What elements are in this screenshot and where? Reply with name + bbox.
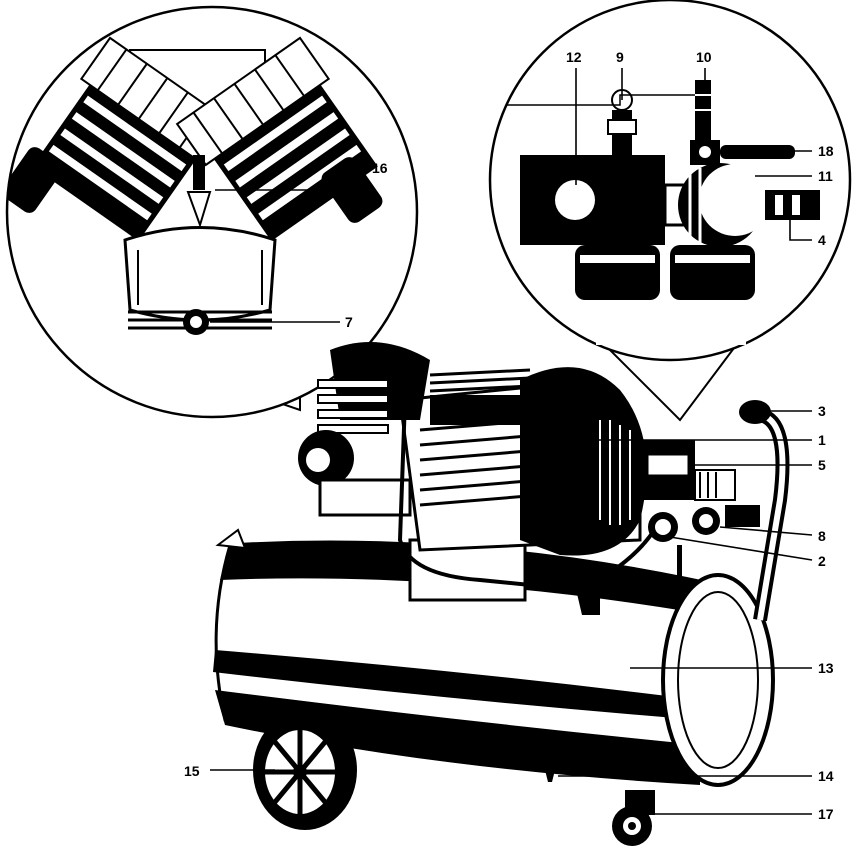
pump-head-inset: [5, 5, 419, 419]
callout-2: 2: [818, 553, 826, 569]
callout-11: 11: [818, 168, 833, 184]
switch-button: [555, 180, 595, 220]
left-cylinder: [32, 36, 235, 242]
tap-lever: [720, 145, 795, 159]
pump-fins-small: [317, 379, 389, 434]
top-fins: [429, 368, 531, 393]
right-air-filter: [321, 157, 383, 223]
left-air-filter: [7, 147, 63, 213]
callout-6: 6: [345, 182, 353, 198]
callout-13: 13: [818, 660, 834, 676]
check-valve: [575, 582, 600, 615]
outlet-nipple: [695, 80, 711, 150]
callout-8: 8: [818, 528, 826, 544]
leader-2: [669, 536, 813, 561]
fan-cover: [520, 367, 647, 556]
pointer-join: [104, 344, 304, 350]
callout-4: 4: [818, 232, 826, 248]
drain-valve: [545, 770, 555, 782]
regulator-inset: [488, 0, 852, 422]
callout-5: 5: [818, 457, 826, 473]
callout-3: 3: [818, 403, 826, 419]
callout-10: 10: [696, 49, 712, 65]
outlet-coupler: [725, 505, 760, 527]
callout-7: 7: [345, 314, 353, 330]
tank-stripe-1: [213, 650, 700, 720]
callout-1: 1: [818, 432, 826, 448]
callout-labels: 1 2 3 4 5 6 7 8 9 10 11 12 13 14 15 16 1…: [184, 49, 834, 822]
gauge-left: [575, 245, 660, 300]
compressor-main: [213, 342, 790, 846]
crankcase: [123, 226, 277, 322]
tank-end-cap: [661, 573, 775, 787]
leader-4: [789, 220, 812, 241]
delivery-tube: [397, 399, 581, 592]
fan-grille: [599, 420, 631, 525]
callout-18: 18: [818, 143, 834, 159]
oil-filler-cap: [193, 155, 205, 190]
callout-16: 16: [372, 160, 388, 176]
callout-14: 14: [818, 768, 834, 784]
callout-15: 15: [184, 763, 200, 779]
callout-17: 17: [818, 806, 834, 822]
leader-lines: [210, 68, 813, 815]
handle-grip: [739, 400, 771, 424]
callout-12: 12: [566, 49, 582, 65]
oil-filler-plug: [186, 191, 212, 229]
callout-9: 9: [616, 49, 624, 65]
leader-8: [719, 526, 813, 536]
tank-bottom-shade: [215, 690, 700, 785]
gauge-right: [670, 245, 755, 300]
right-cylinder: [175, 36, 378, 242]
